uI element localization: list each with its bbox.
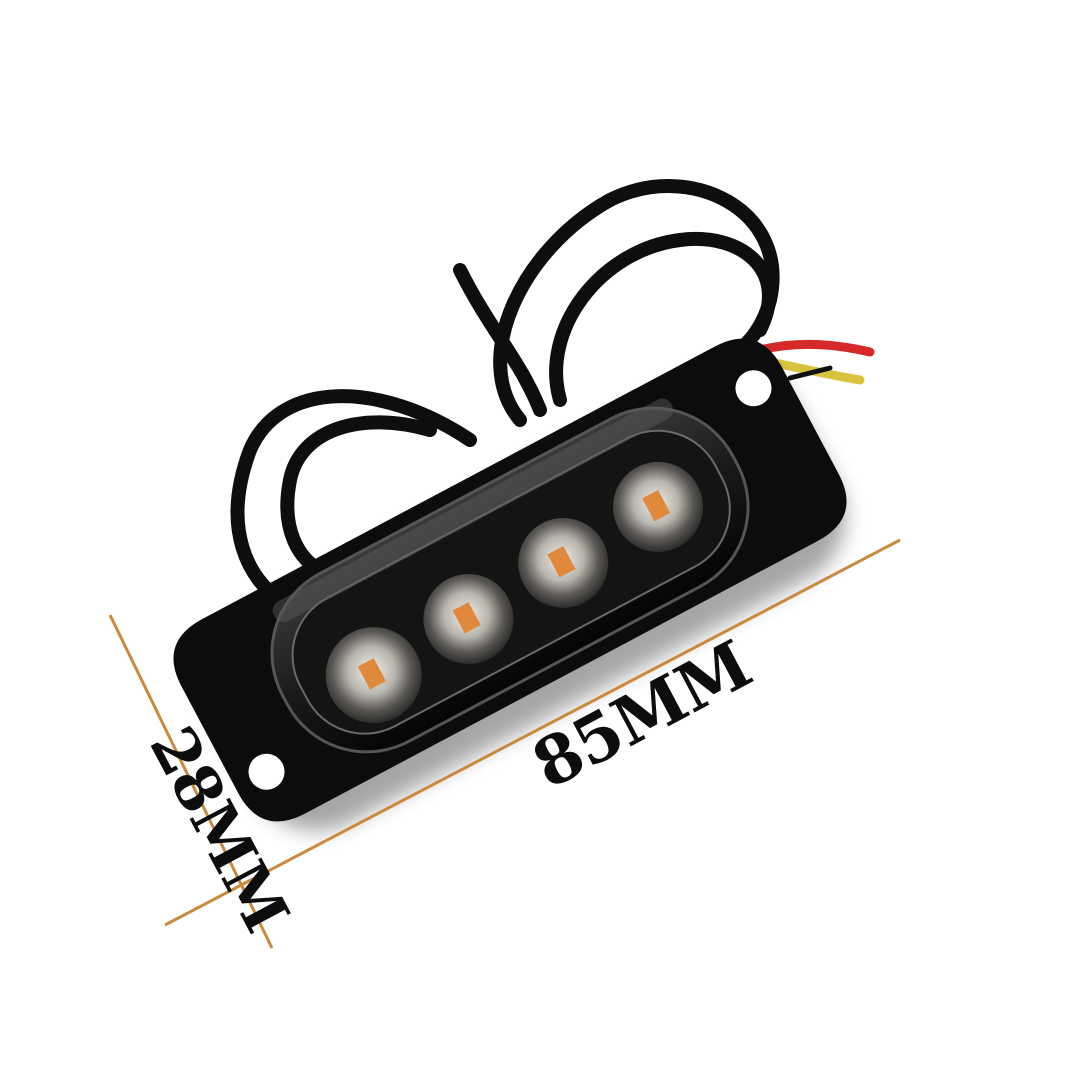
led-lens-icon xyxy=(325,627,422,724)
length-dimension-line xyxy=(164,538,901,927)
led-lens-icon xyxy=(613,461,704,552)
led-lens-icon xyxy=(423,574,514,665)
led-lens-icon xyxy=(518,518,609,609)
light-housing xyxy=(173,338,847,822)
mounting-hole-icon xyxy=(248,753,285,790)
mounting-hole-icon xyxy=(735,370,772,407)
width-dimension-line xyxy=(108,614,274,949)
dimension-lines xyxy=(108,538,901,949)
